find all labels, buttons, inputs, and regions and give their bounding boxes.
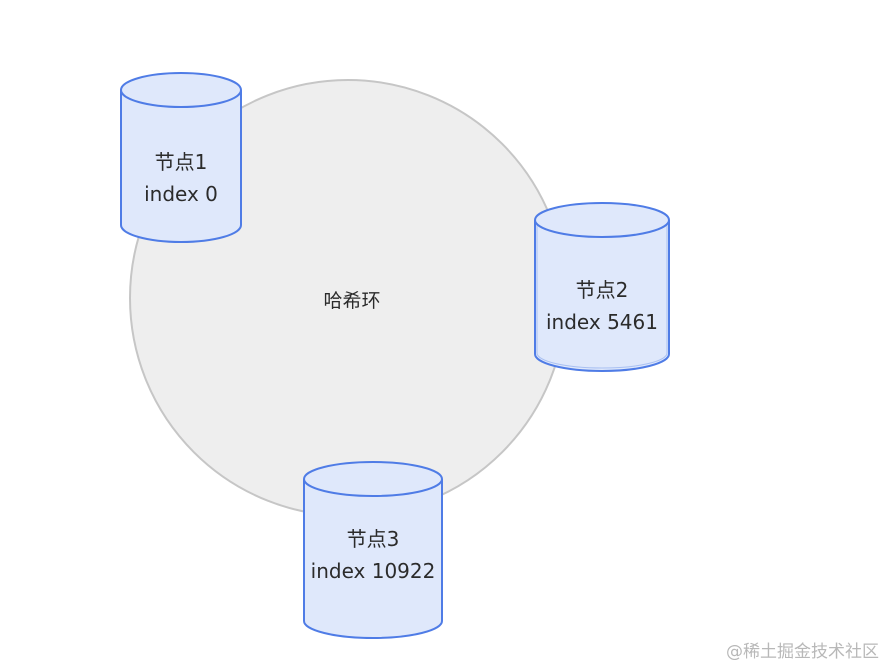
node-3-cylinder-top	[303, 461, 443, 497]
node-3-name: 节点3	[347, 527, 400, 551]
node-1-index: index 0	[144, 182, 218, 206]
node-2-name: 节点2	[576, 278, 629, 302]
hash-ring-label: 哈希环	[323, 290, 380, 312]
node-2-cylinder-top	[534, 202, 670, 238]
node-2-index: index 5461	[546, 310, 658, 334]
node-3-index: index 10922	[311, 559, 436, 583]
node-1-cylinder-body	[120, 90, 242, 243]
node-2: 节点2 index 5461	[534, 202, 670, 372]
node-2-cylinder-body	[534, 220, 670, 372]
watermark: @稀土掘金技术社区	[726, 642, 879, 662]
node-3-cylinder-body	[303, 479, 443, 639]
node-1: 节点1 index 0	[120, 72, 242, 243]
node-1-name: 节点1	[155, 150, 208, 174]
node-1-cylinder-top	[120, 72, 242, 108]
node-3: 节点3 index 10922	[303, 461, 443, 639]
